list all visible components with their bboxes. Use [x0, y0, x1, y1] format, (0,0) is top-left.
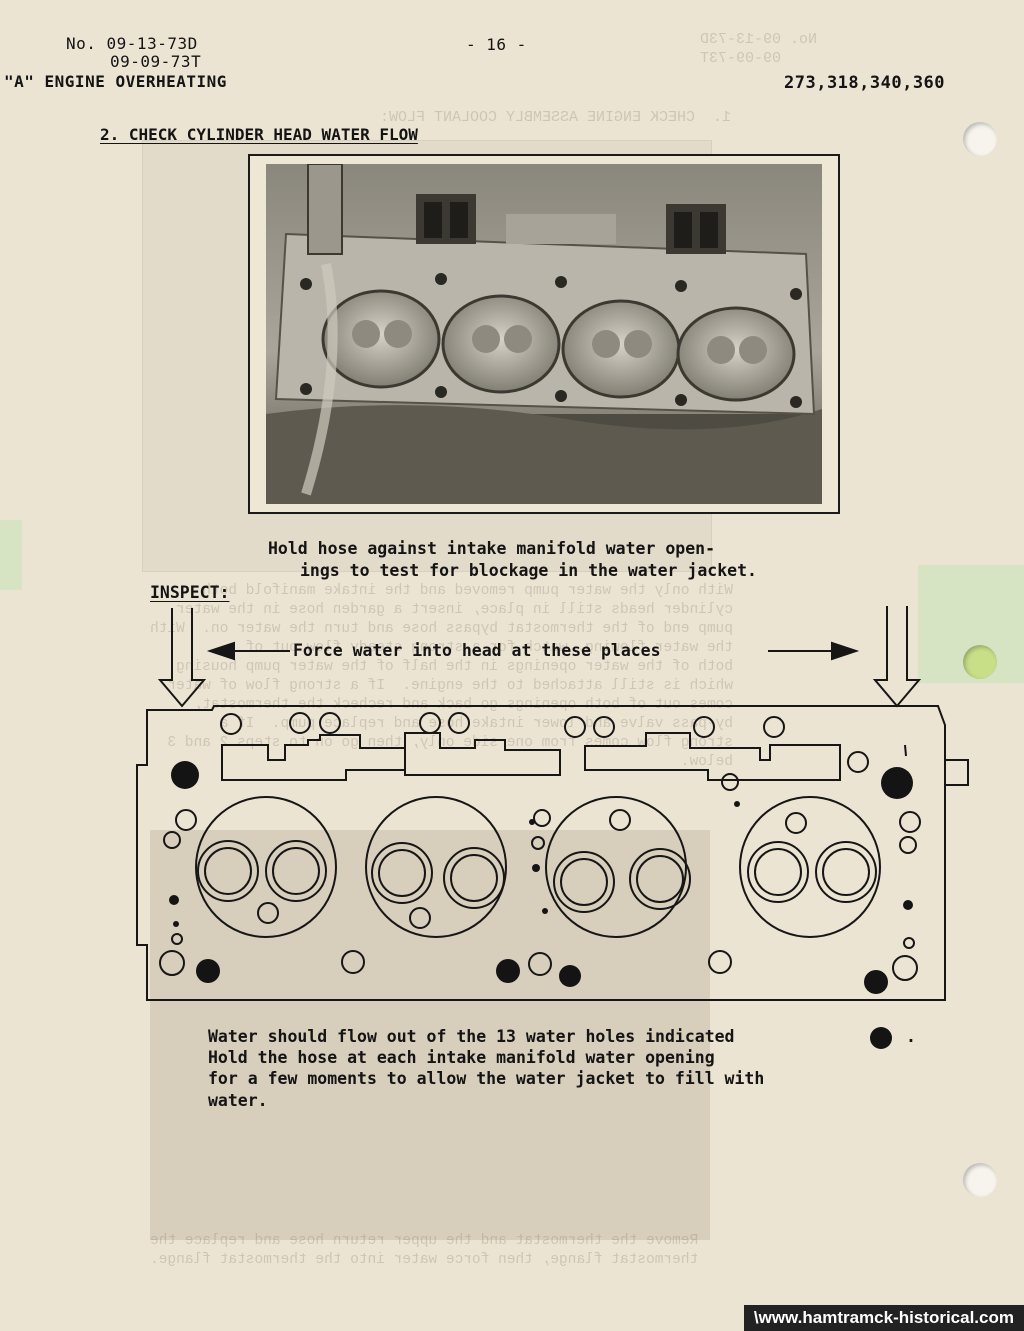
note-line-1: Water should flow out of the 13 water ho… [208, 1027, 735, 1046]
force-water-label: Force water into head at these places [293, 641, 661, 660]
left-down-arrow-icon [157, 608, 207, 708]
left-arrow-head-icon [206, 641, 235, 661]
bleed-through-photo [150, 830, 710, 1240]
water-hole-icon [864, 970, 888, 994]
water-hole-icon [171, 761, 199, 789]
inspect-label: INSPECT: [150, 583, 230, 602]
right-arrow-head-icon [831, 641, 860, 661]
water-hole-icon [559, 965, 581, 987]
water-hole-icon [173, 921, 179, 927]
cylinder-3 [545, 796, 691, 938]
water-hole-icon [496, 959, 520, 983]
cylinder-4 [739, 796, 881, 938]
engine-models: 273,318,340,360 [784, 73, 946, 93]
head-outline [136, 705, 946, 1001]
note-line-3: for a few moments to allow the water jac… [208, 1069, 765, 1088]
photo-frame [248, 154, 840, 514]
photo-caption-line1: Hold hose against intake manifold water … [268, 539, 716, 558]
hole-punch [963, 1163, 997, 1197]
water-hole-icon [734, 801, 740, 807]
cylinder-2 [365, 796, 507, 938]
note-line-2: Hold the hose at each intake manifold wa… [208, 1048, 715, 1067]
water-hole-icon [196, 959, 220, 983]
hole-punch [963, 122, 997, 156]
cylinder-1 [195, 796, 337, 938]
water-hole-icon [881, 767, 913, 799]
water-holes [169, 761, 913, 994]
document-number-secondary: 09-09-73T [110, 52, 202, 71]
site-watermark: \www.hamtramck-historical.com [743, 1305, 1024, 1331]
photo-caption-line2: ings to test for blockage in the water j… [300, 561, 757, 580]
note-period: . [906, 1027, 916, 1046]
water-hole-icon [169, 895, 179, 905]
water-hole-icon [529, 819, 535, 825]
water-hole-icon [903, 900, 913, 910]
page-number: - 16 - [466, 35, 527, 54]
note-line-4: water. [208, 1091, 268, 1110]
cylinder-head-photo [266, 164, 822, 504]
legend-water-hole-icon [870, 1027, 892, 1049]
document-number: No. 09-13-73D [66, 34, 198, 53]
intake-opening [584, 732, 841, 781]
water-hole-icon [532, 864, 540, 872]
section-heading: 2. CHECK CYLINDER HEAD WATER FLOW [100, 125, 418, 144]
page-title: "A" ENGINE OVERHEATING [4, 72, 227, 91]
intake-opening [221, 734, 406, 781]
intake-opening [404, 732, 561, 776]
hole-punch [963, 645, 997, 679]
edge-tab [0, 520, 22, 590]
water-hole-icon [542, 908, 548, 914]
right-down-arrow-icon [872, 606, 922, 708]
photo-illustration [266, 164, 822, 504]
